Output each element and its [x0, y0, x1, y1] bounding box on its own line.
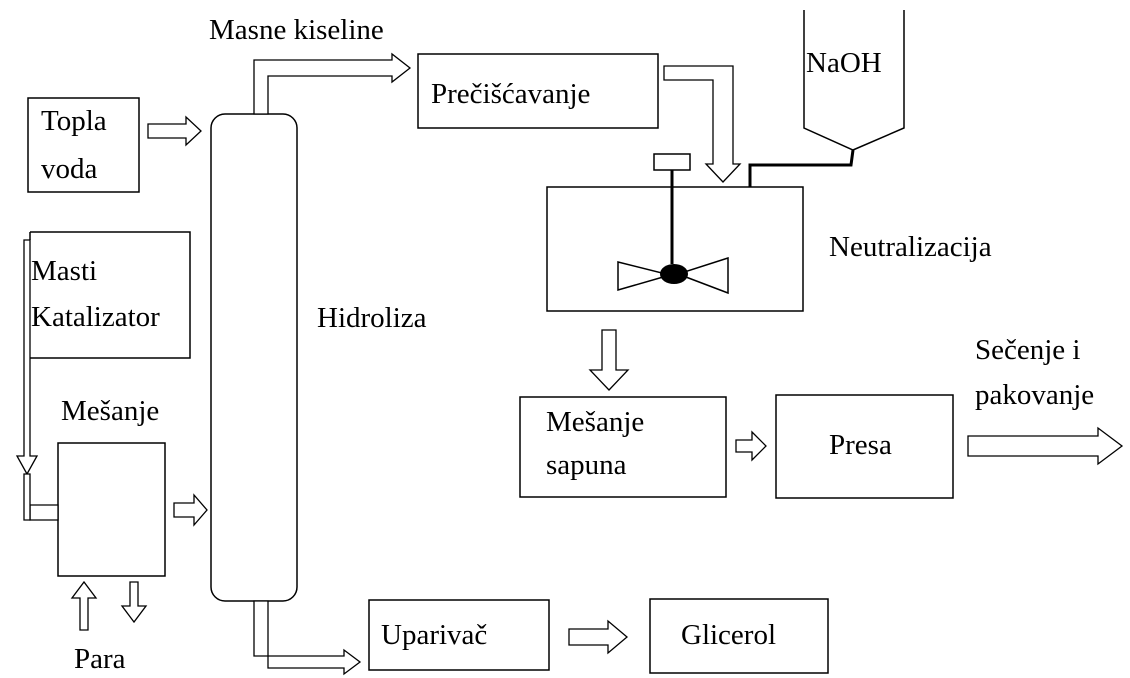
arrow-column-to-preciscavanje: [253, 52, 412, 115]
arrow-topla-to-column: [147, 115, 202, 147]
label-naoh: NaOH: [806, 47, 882, 79]
masti-katalizator-box: [29, 231, 191, 359]
mesanje-sapuna-box: [519, 396, 727, 498]
label-uparivac: Uparivač: [381, 619, 488, 651]
label-mesanje-sapuna-1: Mešanje: [546, 406, 645, 438]
topla-voda-box: [27, 97, 140, 193]
label-pakovanje: pakovanje: [975, 379, 1095, 411]
neutralization-tank: [546, 186, 804, 312]
label-preciscavanje: Prečišćavanje: [431, 78, 591, 110]
naoh-feed-pipe: [748, 149, 855, 187]
label-masne-kiseline: Masne kiseline: [209, 14, 384, 46]
arrow-para-up: [70, 580, 98, 631]
presa-box: [775, 394, 954, 499]
label-mesanje-sapuna-2: sapuna: [546, 449, 627, 481]
arrow-para-down: [120, 581, 148, 624]
label-hidroliza: Hidroliza: [317, 302, 427, 334]
arrow-presa-out: [967, 426, 1124, 466]
label-voda: voda: [41, 153, 98, 185]
agitator: [617, 153, 729, 295]
label-masti: Masti: [31, 255, 98, 287]
arrow-masti-down: [15, 239, 39, 476]
label-katalizator: Katalizator: [31, 301, 160, 333]
pipe-masti-into-mixer: [29, 504, 59, 521]
pipe-masti-vertical: [23, 473, 31, 521]
mixer-box: [57, 442, 166, 577]
arrow-mesanje-to-presa: [735, 430, 767, 462]
uparivac-box: [368, 599, 550, 671]
arrow-preciscavanje-to-tank: [663, 65, 742, 183]
arrow-uparivac-to-glicerol: [568, 619, 629, 655]
label-presa: Presa: [829, 429, 892, 461]
label-secenje: Sečenje i: [975, 334, 1081, 366]
hydrolysis-column: [210, 113, 298, 602]
label-para: Para: [74, 643, 126, 675]
label-mesanje: Mešanje: [61, 395, 160, 427]
arrow-column-to-uparivac: [253, 600, 362, 676]
label-glicerol: Glicerol: [681, 619, 777, 651]
arrow-tank-to-mesanje: [588, 329, 630, 391]
label-topla: Topla: [41, 105, 107, 137]
arrow-mixer-to-column: [173, 493, 208, 527]
glicerol-box: [649, 598, 829, 674]
label-neutralizacija: Neutralizacija: [829, 231, 992, 263]
preciscavanje-box: [417, 53, 659, 129]
